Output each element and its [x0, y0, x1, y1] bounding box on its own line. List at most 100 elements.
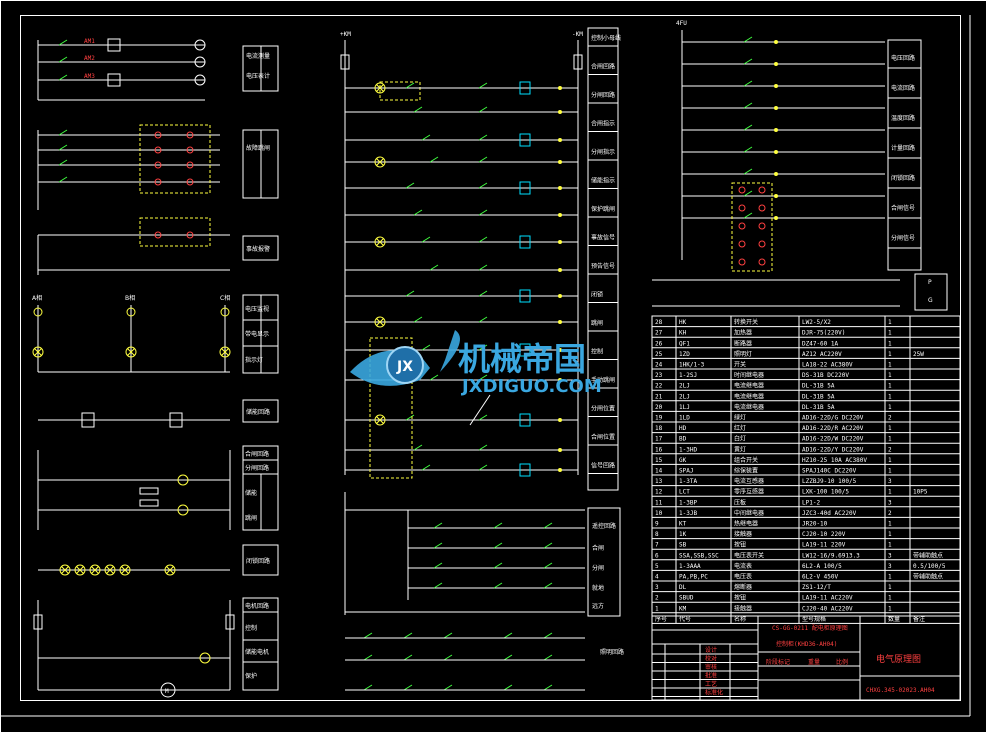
table-cell: 电流表: [734, 562, 752, 570]
contact-blade: [478, 374, 488, 381]
contact-blade: [743, 168, 753, 175]
storage-label: 储能回路: [246, 408, 270, 416]
phase-a-label: A相: [32, 294, 42, 302]
terminal-icon: [186, 146, 194, 154]
table-cell: 热继电器: [734, 520, 758, 528]
table-cell: 1-2SJ: [679, 372, 697, 379]
right-label: 电流回路: [891, 84, 915, 92]
table-cell: LP1-2: [802, 499, 820, 506]
lower-label-3: 分闸: [592, 564, 604, 572]
terminal-icon: [186, 161, 194, 169]
tb-stage: 阶段标记: [766, 658, 790, 666]
table-cell: 1: [888, 319, 892, 326]
table-cell: 零序互感器: [734, 488, 764, 496]
table-cell: 1: [888, 372, 892, 379]
table-cell: 1-3HD: [679, 446, 697, 453]
terminal-icon: [758, 240, 766, 248]
contact-blade: [429, 264, 439, 271]
mid-right-label: 分闸位置: [591, 405, 615, 413]
mid-right-label: 合闸指示: [591, 120, 615, 128]
node-dot: [774, 106, 778, 110]
table-cell: 3: [655, 584, 659, 591]
node-dot: [558, 213, 562, 217]
control-section: 合闸回路 分闸回路 储能 跳闸: [37, 445, 279, 531]
table-cell: 1: [888, 340, 892, 347]
lamp-icon: [89, 564, 101, 576]
motor-label-3: 储能电机: [245, 648, 269, 656]
table-cell: 熔断器: [734, 583, 752, 591]
tb-scale: 比例: [836, 658, 848, 666]
right-label: 闭锁回路: [891, 174, 915, 182]
table-cell: 28: [655, 319, 663, 326]
table-cell: 27: [655, 330, 663, 337]
table-cell: KT: [679, 521, 687, 528]
lamp-icon: [104, 564, 116, 576]
table-cell: DL-31B 5A: [802, 393, 835, 400]
table-cell: AD16-22D/Y DC220V: [802, 446, 864, 453]
table-cell: 电流互感器: [734, 477, 764, 485]
lamp-cross: [106, 566, 114, 574]
table-cell: 6: [655, 552, 659, 559]
contact-blade: [503, 632, 513, 639]
contact-blade: [743, 102, 753, 109]
contact-blade: [478, 444, 488, 451]
lock-label: 闭锁回路: [246, 557, 270, 565]
lamp-cross: [76, 566, 84, 574]
lamp-icon: [374, 236, 386, 248]
table-cell: 电流继电器: [734, 392, 764, 400]
contact-blade: [743, 212, 753, 219]
lamp-icon: [74, 564, 86, 576]
contact-blade: [478, 290, 488, 297]
mid-bus-plus: +KM: [340, 31, 351, 38]
node-dot: [774, 216, 778, 220]
table-cell: 1LD: [679, 415, 690, 422]
lamp-cross: [91, 566, 99, 574]
alarm-section: 事故报警: [38, 217, 279, 271]
table-cell: 带辅助触点: [913, 551, 943, 559]
alarm-label: 事故报警: [246, 245, 270, 253]
table-cell: 1: [888, 383, 892, 390]
contact-blade: [493, 562, 503, 569]
contact-blade: [443, 654, 453, 661]
table-cell: 11: [655, 499, 663, 506]
mid-right-label: 手动跳闸: [591, 376, 615, 384]
contact-blade: [413, 209, 423, 216]
contact-blade: [405, 414, 415, 421]
lock-section: 闭锁回路: [38, 544, 279, 576]
table-cell: 按钮: [734, 541, 746, 549]
node-dot: [774, 84, 778, 88]
node-dot: [558, 348, 562, 352]
trip-label: 故障跳闸: [246, 144, 270, 152]
table-cell: 1: [888, 457, 892, 464]
phase-fuse-icon: [126, 307, 136, 317]
contact-blade: [403, 632, 413, 639]
meter-label2: 电压表计: [246, 72, 270, 80]
lamp-icon: [374, 316, 386, 328]
lamp-cross: [121, 566, 129, 574]
drawing-title: 电气原理图: [876, 653, 921, 665]
table-cell: SPAJ: [679, 468, 693, 475]
coil-icon: [519, 181, 531, 195]
table-cell: 7: [655, 542, 659, 549]
contact-blade: [478, 182, 488, 189]
table-cell: 1LJ: [679, 404, 690, 411]
table-cell: JZC3-40d AC220V: [802, 510, 857, 517]
contact-blade: [478, 134, 488, 141]
lamp-icon: [125, 346, 137, 358]
contact-blade: [543, 654, 553, 661]
table-cell: 8: [655, 531, 659, 538]
contact-blade: [405, 290, 415, 297]
coil-icon: [519, 289, 531, 303]
lamp-icon: [374, 156, 386, 168]
lamp-cross: [376, 84, 384, 92]
table-cell: HZ10-25 10A AC380V: [802, 457, 867, 464]
mid-right-label: 信号回路: [591, 462, 615, 470]
table-cell: 3: [888, 563, 892, 570]
table-cell: 绿灯: [734, 414, 746, 422]
table-cell: 3: [888, 552, 892, 559]
table-cell: 10P5: [913, 489, 928, 496]
table-header-cell: 数量: [888, 615, 900, 623]
node-dot: [774, 194, 778, 198]
table-cell: LA18-22 AC380V: [802, 362, 853, 369]
contact-blade: [743, 190, 753, 197]
